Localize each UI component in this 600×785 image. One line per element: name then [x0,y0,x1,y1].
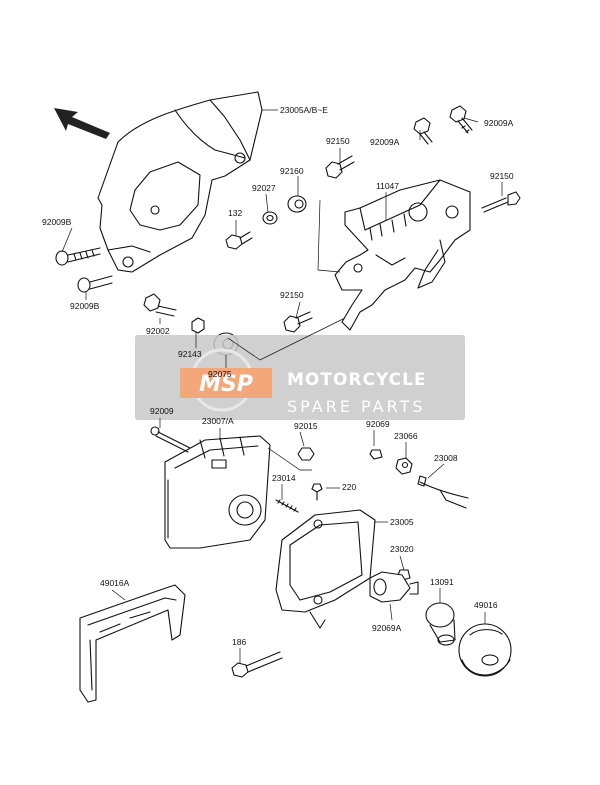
label-92150-mid: 92150 [280,290,304,300]
label-92009a-top: 92009A [484,118,514,128]
label-23066: 23066 [394,431,418,441]
bolt-92150-mid [283,311,313,333]
bulb-92069a [369,571,419,603]
bolt-92002 [143,293,177,317]
watermark-logo: MSP [199,372,253,397]
leader-lines [61,109,503,664]
label-92009b-upper: 92009B [42,217,72,227]
label-92075: 92075 [208,369,232,379]
screw-220 [311,483,323,501]
label-92160: 92160 [280,166,304,176]
label-11047: 11047 [376,181,399,191]
bolt-92009b-lower [77,275,113,293]
label-92009b-lower: 92009B [70,301,100,311]
upper-cowl-bracket [97,91,263,273]
label-92009a-mid: 92009A [370,137,400,147]
label-23014: 23014 [272,473,296,483]
rim-49016a [79,584,186,703]
label-92015: 92015 [294,421,318,431]
collar-92027 [262,211,278,225]
label-92150-right: 92150 [490,171,514,181]
collar-92143 [191,317,205,334]
label-49016a: 49016A [100,578,130,588]
nut-92015 [297,447,315,461]
label-49016: 49016 [474,600,498,610]
spring-23014 [275,499,299,513]
label-23020: 23020 [390,544,414,554]
bolt-186 [231,651,283,678]
label-220: 220 [342,482,356,492]
label-92002: 92002 [146,326,170,336]
label-92027: 92027 [252,183,276,193]
cover-49016 [458,623,512,677]
bolt-92009a-mid [413,117,433,145]
label-92069: 92069 [366,419,390,429]
label-23008: 23008 [434,453,458,463]
bolt-92150-right [481,191,521,213]
headlight-stay-11047 [334,179,471,331]
watermark-line1: MOTORCYCLE [287,370,427,390]
socket-92069 [369,449,383,460]
label-92009: 92009 [150,406,174,416]
watermark-line2: SPARE PARTS [287,397,426,416]
front-direction-arrow-icon [54,108,110,139]
wiring-23008 [417,475,469,509]
label-13091: 13091 [430,577,454,587]
label-23007a: 23007/A [202,416,234,426]
label-132: 132 [228,208,242,218]
grommet-92160 [287,195,307,213]
cap-13091 [425,602,456,646]
headlight-23007a [164,435,271,549]
screw-92009 [150,426,191,453]
bolt-132 [225,231,253,250]
bolt-92150-top [325,155,355,179]
label-186: 186 [232,637,246,647]
label-23005ab: 23005A/B~E [280,105,328,115]
watermark: MSP MOTORCYCLE SPARE PARTS [135,335,465,420]
label-23005: 23005 [390,517,414,527]
label-92069a: 92069A [372,623,402,633]
label-92143: 92143 [178,349,202,359]
bolt-92009a-top [449,105,473,134]
nut-23066 [395,457,413,475]
bolt-92009b-upper [55,247,101,266]
housing-23005 [275,509,376,629]
label-92150-top: 92150 [326,136,350,146]
part-labels: 23005A/B~E 92150 92009A 92009A 92160 920… [42,105,514,647]
